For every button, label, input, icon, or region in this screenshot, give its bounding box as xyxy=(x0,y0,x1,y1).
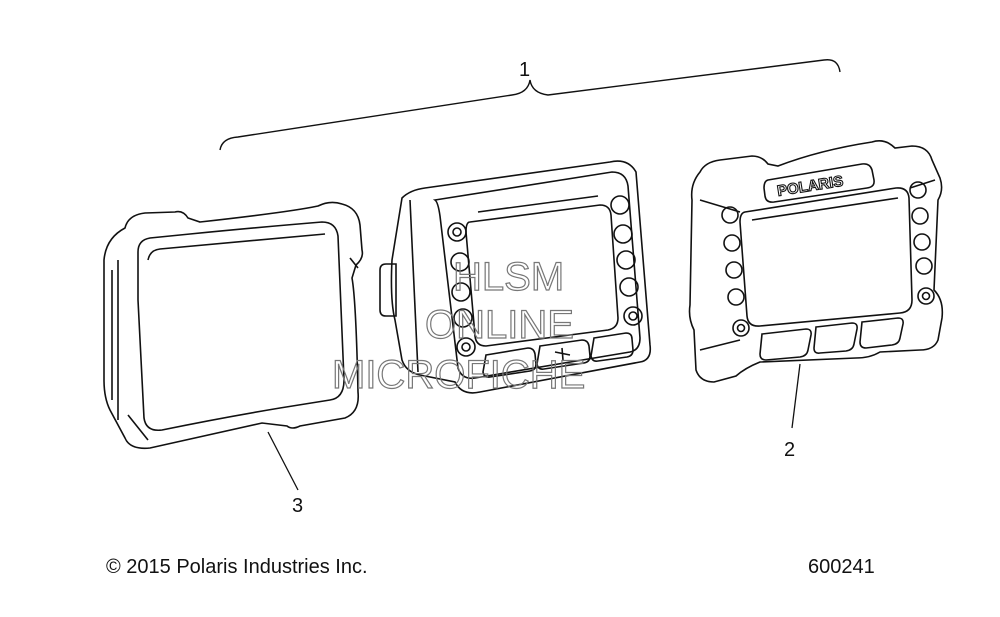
cover-part xyxy=(103,201,364,450)
callout-2-leader xyxy=(791,363,801,429)
copyright-notice: © 2015 Polaris Industries Inc. xyxy=(106,556,368,578)
callout-3-label: 3 xyxy=(292,495,303,517)
callout-3-leader xyxy=(267,431,299,491)
watermark-line-1: HLSM xyxy=(453,255,564,299)
bezel-part xyxy=(688,140,944,383)
display-cluster-part xyxy=(379,160,652,394)
watermark-line-2: ONLINE xyxy=(425,303,574,347)
callout-1-label: 1 xyxy=(519,59,530,81)
assembly-bracket xyxy=(219,59,841,151)
callout-2-label: 2 xyxy=(784,439,795,461)
watermark-line-3: MICROFICHE xyxy=(332,353,585,397)
figure-number: 600241 xyxy=(808,556,875,578)
